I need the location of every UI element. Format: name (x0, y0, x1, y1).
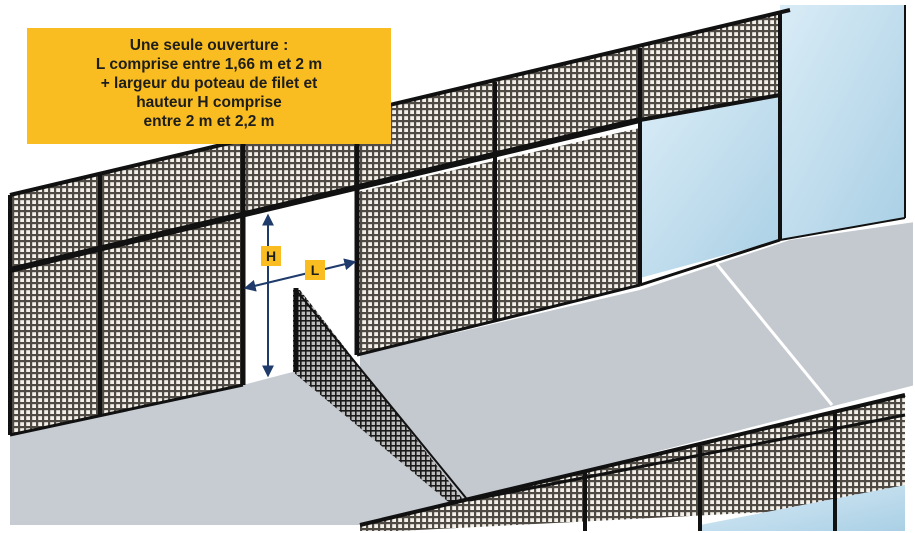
court-floor-near (10, 370, 470, 525)
callout-line-2: L comprise entre 1,66 m et 2 m (95, 56, 323, 73)
width-label: L (305, 260, 325, 280)
callout-line-1: Une seule ouverture : (129, 37, 289, 54)
near-fence-frame (359, 393, 906, 533)
requirements-callout: Une seule ouverture : L comprise entre 1… (27, 28, 391, 144)
fence-right-mesh (357, 128, 640, 355)
callout-line-3: + largeur du poteau de filet et (100, 75, 318, 92)
court-line (713, 261, 834, 406)
fence-left-mesh (10, 215, 243, 435)
glass-near (700, 485, 905, 533)
callout-line-4: hauteur H comprise (136, 94, 282, 111)
height-label: H (261, 246, 281, 266)
glass-panel-lower (640, 95, 780, 278)
net-top-cable (295, 289, 467, 499)
callout-line-5: entre 2 m et 2,2 m (143, 113, 275, 130)
court-floor-far (360, 222, 915, 505)
width-arrow (243, 258, 357, 292)
fence-upper-mesh (10, 12, 780, 270)
net (293, 290, 470, 520)
fence-frame (8, 5, 906, 437)
glass-panel-upper (780, 5, 905, 240)
